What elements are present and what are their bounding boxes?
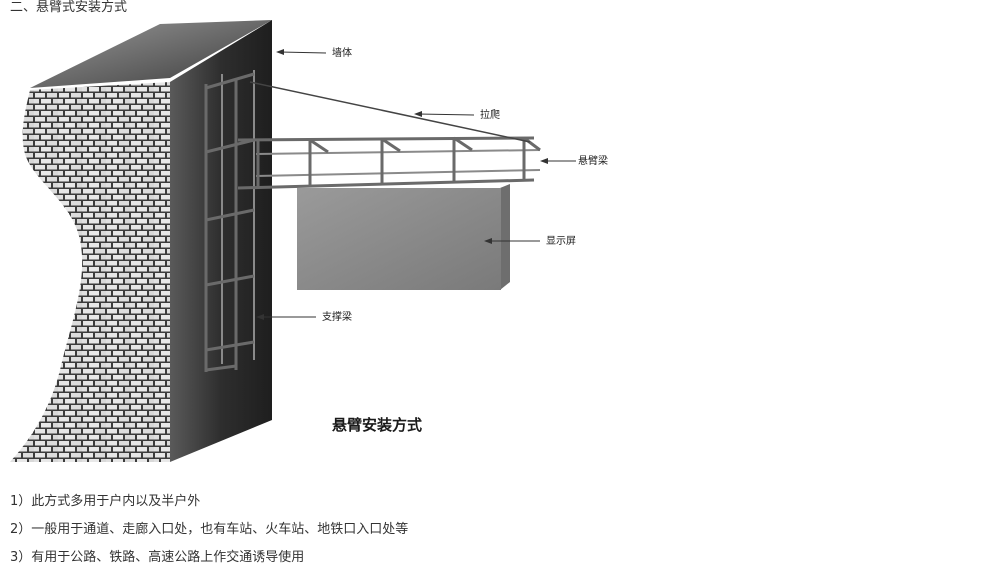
figure-caption: 悬臂安装方式: [332, 416, 422, 434]
callout-cantilever-beam: 悬臂梁: [578, 154, 608, 167]
list-item: 2）一般用于通道、走廊入口处，也有车站、火车站、地铁口入口处等: [10, 522, 409, 537]
callout-leaders: [256, 49, 576, 320]
display-panel: [297, 184, 510, 290]
tie-rod: [249, 81, 531, 143]
callout-support-beam: 支撑梁: [322, 310, 352, 323]
display-panel-side: [500, 184, 510, 290]
callout-tie-rod: 拉爬: [480, 108, 500, 121]
support-beam-frame: [204, 70, 255, 372]
list-item: 3）有用于公路、铁路、高速公路上作交通诱导使用: [10, 550, 305, 565]
section-heading: 二、悬臂式安装方式: [10, 0, 128, 15]
callout-display: 显示屏: [546, 235, 576, 247]
wall: [10, 20, 272, 462]
usage-list: 1）此方式多用于户内以及半户外 2）一般用于通道、走廊入口处，也有车站、火车站、…: [10, 494, 408, 578]
wall-brick-face: [10, 82, 170, 462]
cantilever-beam-truss: [237, 136, 541, 190]
cantilever-installation-diagram: 墙体 拉爬 悬臂梁 显示屏 支撑梁 悬臂安装方式: [10, 20, 610, 464]
wall-top: [30, 20, 272, 88]
callout-wall: 墙体: [332, 46, 352, 59]
list-item: 1）此方式多用于户内以及半户外: [10, 494, 201, 509]
display-panel-face: [297, 188, 501, 290]
